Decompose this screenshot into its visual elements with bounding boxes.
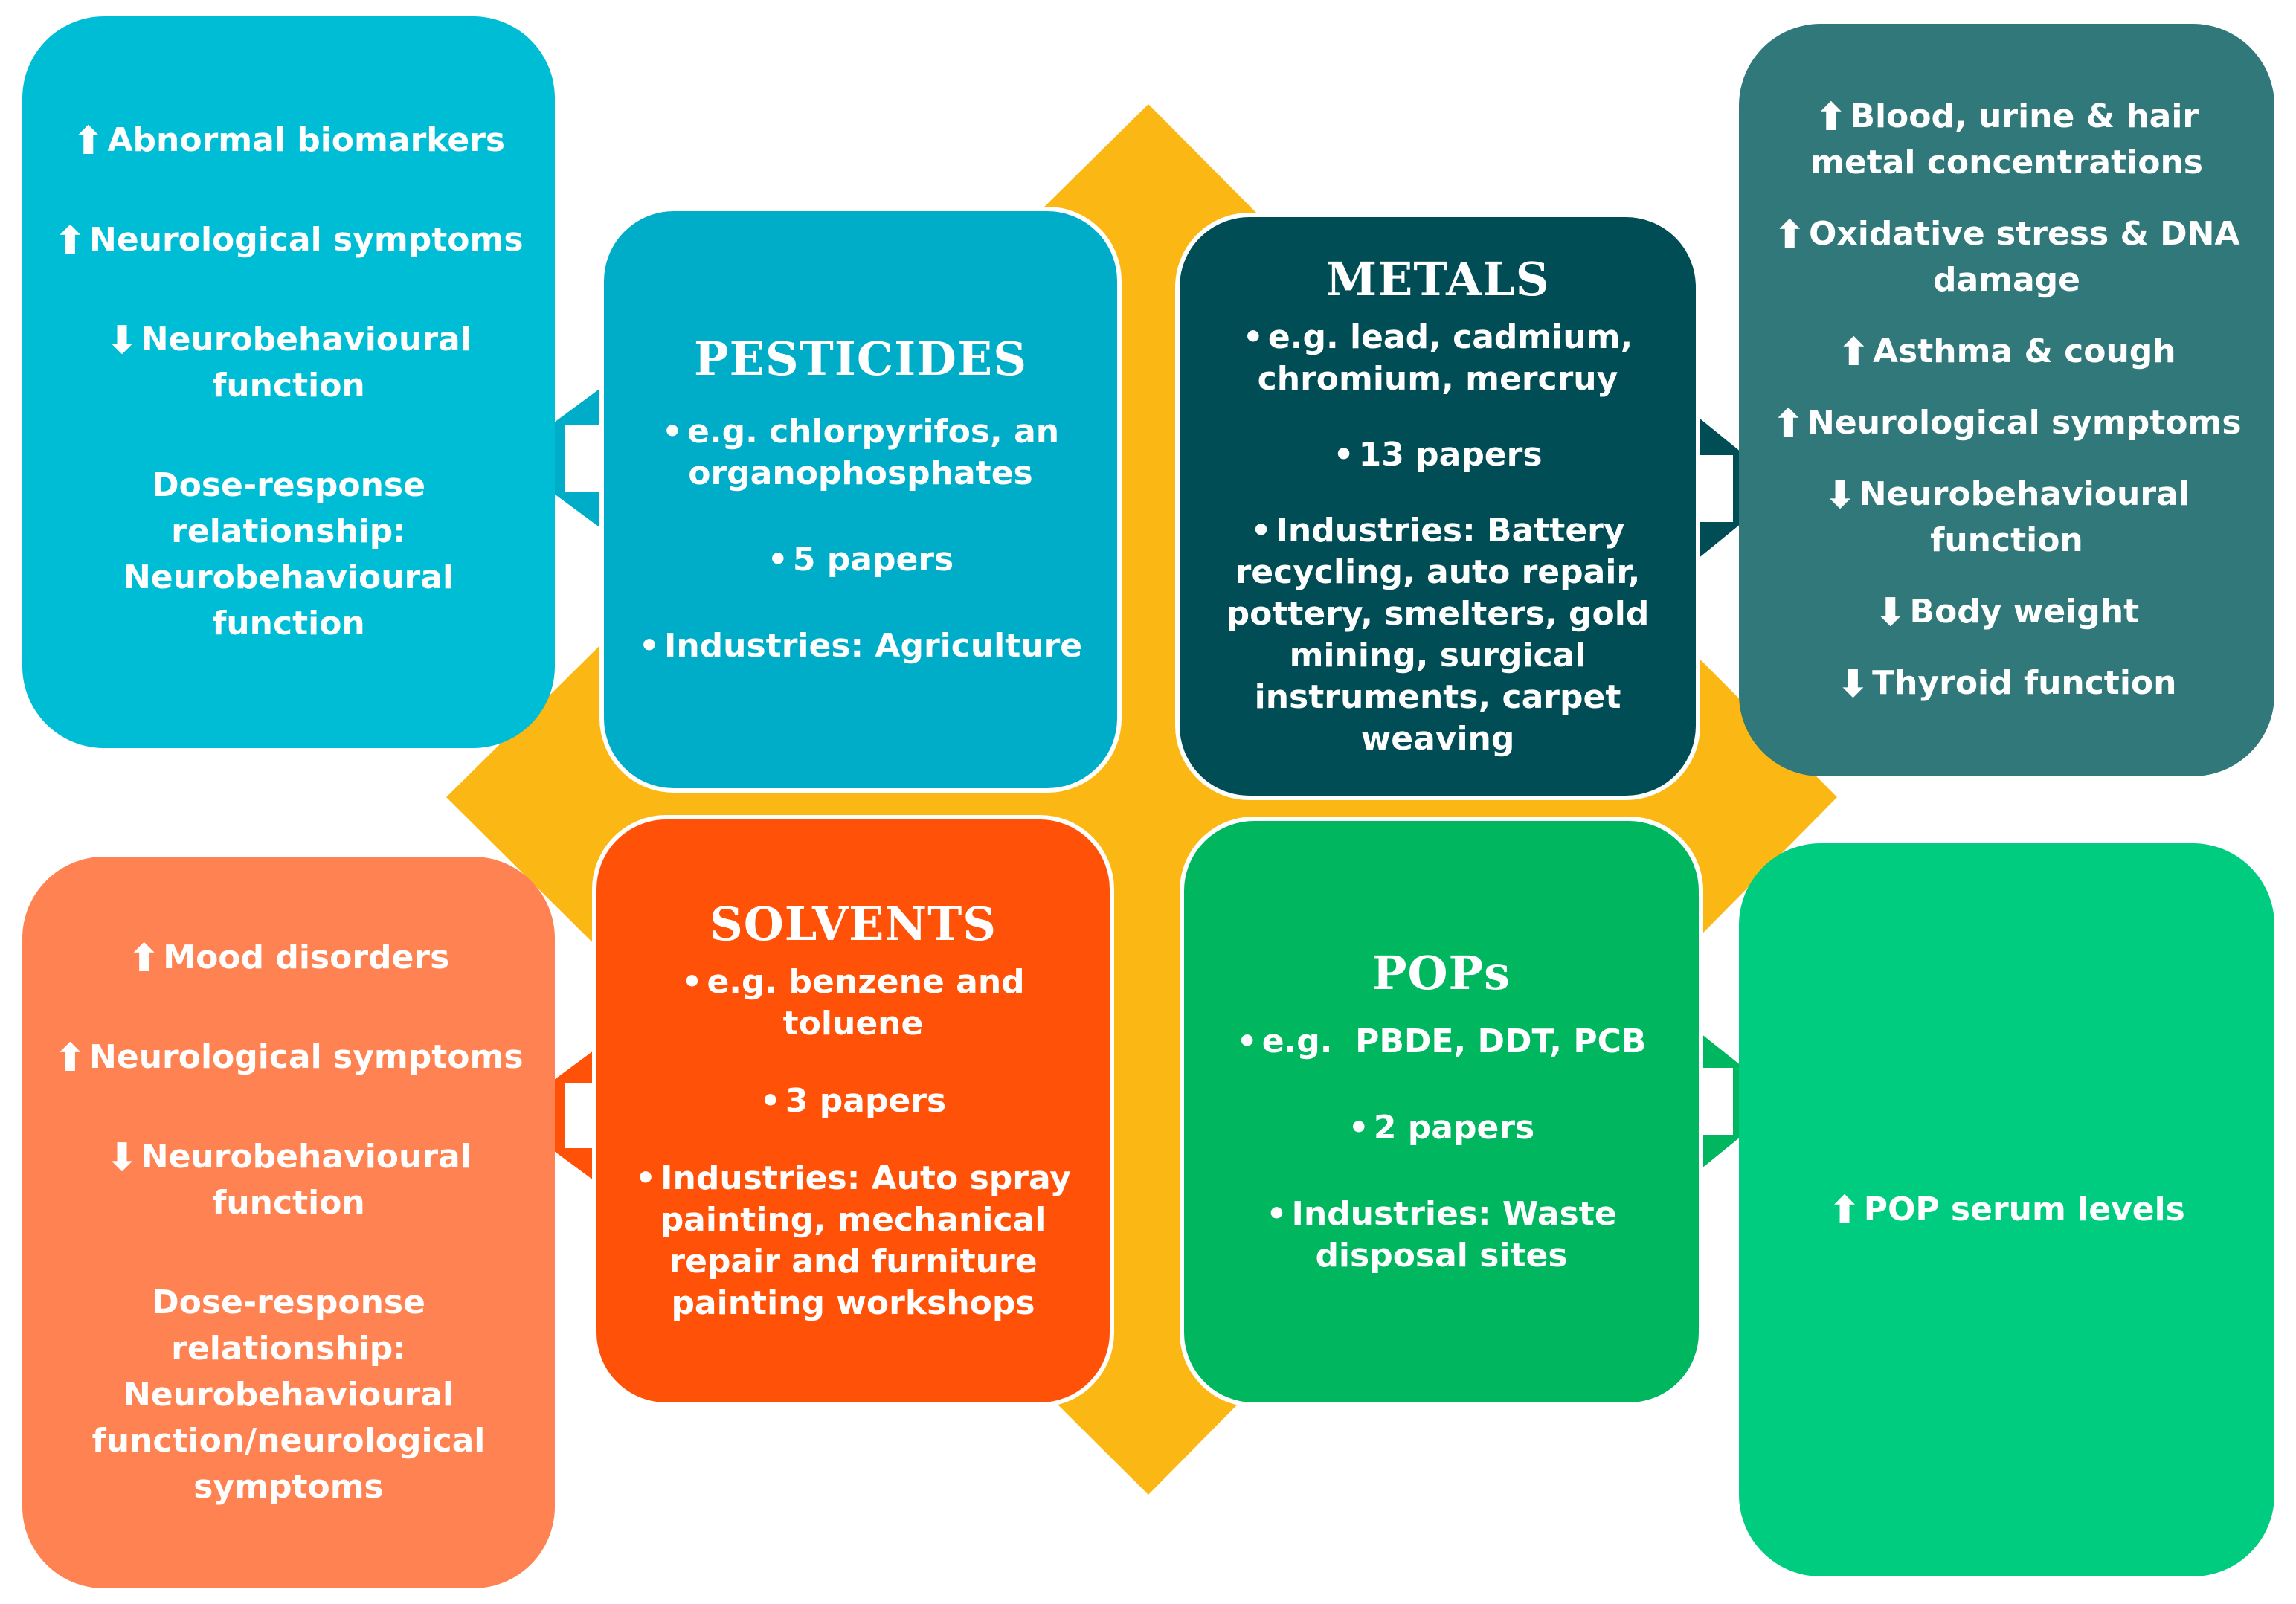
metals-effect-item: ⬇Thyroid function [1837, 660, 2177, 706]
solvents-effect-text: Neurobehavioural function [141, 1138, 472, 1222]
pesticides-effect-text: Dose-response relationship: Neurobehavio… [123, 466, 454, 642]
metals-effect-item: ⬆Blood, urine & hair metal concentration… [1769, 94, 2245, 186]
pops-papers: •2 papers [1348, 1109, 1535, 1147]
arrow-down-icon: ⬇ [1874, 590, 1907, 635]
metals-effect-text: Neurobehavioural function [1859, 475, 2190, 559]
arrow-up-icon: ⬆ [1772, 402, 1805, 446]
solvents-effects-box: ⬆Mood disorders⬆Neurological symptoms⬇Ne… [22, 857, 555, 1588]
pesticides-effect-item: ⬆Abnormal biomarkers [72, 117, 505, 164]
metals-effect-text: Body weight [1909, 593, 2140, 631]
solvents-effect-item: ⬆Mood disorders [128, 935, 450, 981]
metals-box: METALS •e.g. lead, cadmium, chromium, me… [1175, 213, 1700, 800]
solvents-effect-item: Dose-response relationship: Neurobehavio… [45, 1280, 533, 1510]
metals-effect-item: ⬆Oxidative stress & DNA damage [1769, 211, 2245, 303]
pesticides-effect-text: Neurobehavioural function [141, 321, 472, 405]
pesticides-effect-item: ⬆Neurological symptoms [54, 217, 523, 263]
arrow-up-icon: ⬆ [1773, 213, 1806, 257]
solvents-papers: •3 papers [759, 1082, 947, 1120]
metals-effect-item: ⬇Body weight [1874, 589, 2139, 635]
solvents-effect-text: Dose-response relationship: Neurobehavio… [91, 1283, 486, 1506]
metals-effect-text: Neurological symptoms [1807, 404, 2242, 442]
pesticides-box: PESTICIDES •e.g. chlorpyrifos, an organo… [599, 207, 1122, 793]
arrow-down-icon: ⬇ [1824, 473, 1856, 518]
solvents-title: SOLVENTS [710, 897, 997, 951]
arrow-up-icon: ⬆ [54, 219, 87, 263]
arrow-down-icon: ⬇ [106, 318, 138, 363]
metals-effect-text: Asthma & cough [1872, 332, 2176, 370]
metals-industries: •Industries: Battery recycling, auto rep… [1226, 512, 1650, 758]
arrow-down-icon: ⬇ [106, 1136, 138, 1180]
solvents-examples: •e.g. benzene and toluene [681, 963, 1025, 1043]
pesticides-effect-item: ⬇Neurobehavioural function [52, 317, 525, 409]
arrow-up-icon: ⬆ [1814, 95, 1848, 140]
pops-effect-item: ⬆POP serum levels [1828, 1187, 2185, 1233]
metals-effect-text: Oxidative stress & DNA damage [1809, 215, 2240, 299]
solvents-effect-item: ⬆Neurological symptoms [54, 1034, 523, 1080]
arrow-up-icon: ⬆ [1837, 330, 1870, 375]
pops-industries: •Industries: Waste disposal sites [1266, 1195, 1617, 1275]
solvents-box: SOLVENTS •e.g. benzene and toluene •3 pa… [592, 815, 1114, 1407]
pops-effect-text: POP serum levels [1863, 1191, 2185, 1228]
solvents-effect-item: ⬇Neurobehavioural function [45, 1134, 533, 1226]
arrow-up-icon: ⬆ [54, 1036, 87, 1080]
pops-effects-box: ⬆POP serum levels [1739, 843, 2274, 1576]
pesticides-title: PESTICIDES [694, 332, 1027, 386]
pesticides-effect-item: Dose-response relationship: Neurobehavio… [52, 463, 525, 647]
pesticides-examples: •e.g. chlorpyrifos, an organophosphates [661, 413, 1060, 492]
metals-effect-item: ⬆Asthma & cough [1837, 329, 2176, 375]
metals-effect-item: ⬇Neurobehavioural function [1769, 471, 2245, 564]
metals-examples: •e.g. lead, cadmium, chromium, mercruy [1242, 318, 1633, 398]
arrow-up-icon: ⬆ [71, 119, 105, 164]
pesticides-papers: •5 papers [767, 541, 954, 579]
metals-title: METALS [1325, 252, 1550, 306]
metals-papers: •13 papers [1333, 436, 1543, 474]
pesticides-effect-text: Neurological symptoms [89, 221, 524, 259]
solvents-effect-text: Mood disorders [163, 938, 450, 976]
metals-effects-box: ⬆Blood, urine & hair metal concentration… [1739, 24, 2274, 776]
solvents-industries: •Industries: Auto spray painting, mechan… [635, 1159, 1071, 1322]
solvents-effect-text: Neurological symptoms [89, 1038, 524, 1076]
pops-title: POPs [1372, 946, 1511, 1000]
pops-box: POPs •e.g. PBDE, DDT, PCB •2 papers •Ind… [1180, 817, 1703, 1407]
arrow-up-icon: ⬆ [127, 936, 161, 981]
pops-examples: •e.g. PBDE, DDT, PCB [1236, 1022, 1647, 1060]
arrow-up-icon: ⬆ [1828, 1188, 1861, 1233]
metals-effect-text: Thyroid function [1872, 664, 2177, 702]
pesticides-effects-box: ⬆Abnormal biomarkers⬆Neurological sympto… [22, 16, 555, 748]
metals-effect-text: Blood, urine & hair metal concentrations [1810, 97, 2203, 181]
pesticides-effect-text: Abnormal biomarkers [107, 121, 506, 159]
arrow-down-icon: ⬇ [1836, 662, 1870, 706]
pesticides-industries: •Industries: Agriculture [638, 627, 1083, 665]
metals-effect-item: ⬆Neurological symptoms [1772, 400, 2241, 446]
